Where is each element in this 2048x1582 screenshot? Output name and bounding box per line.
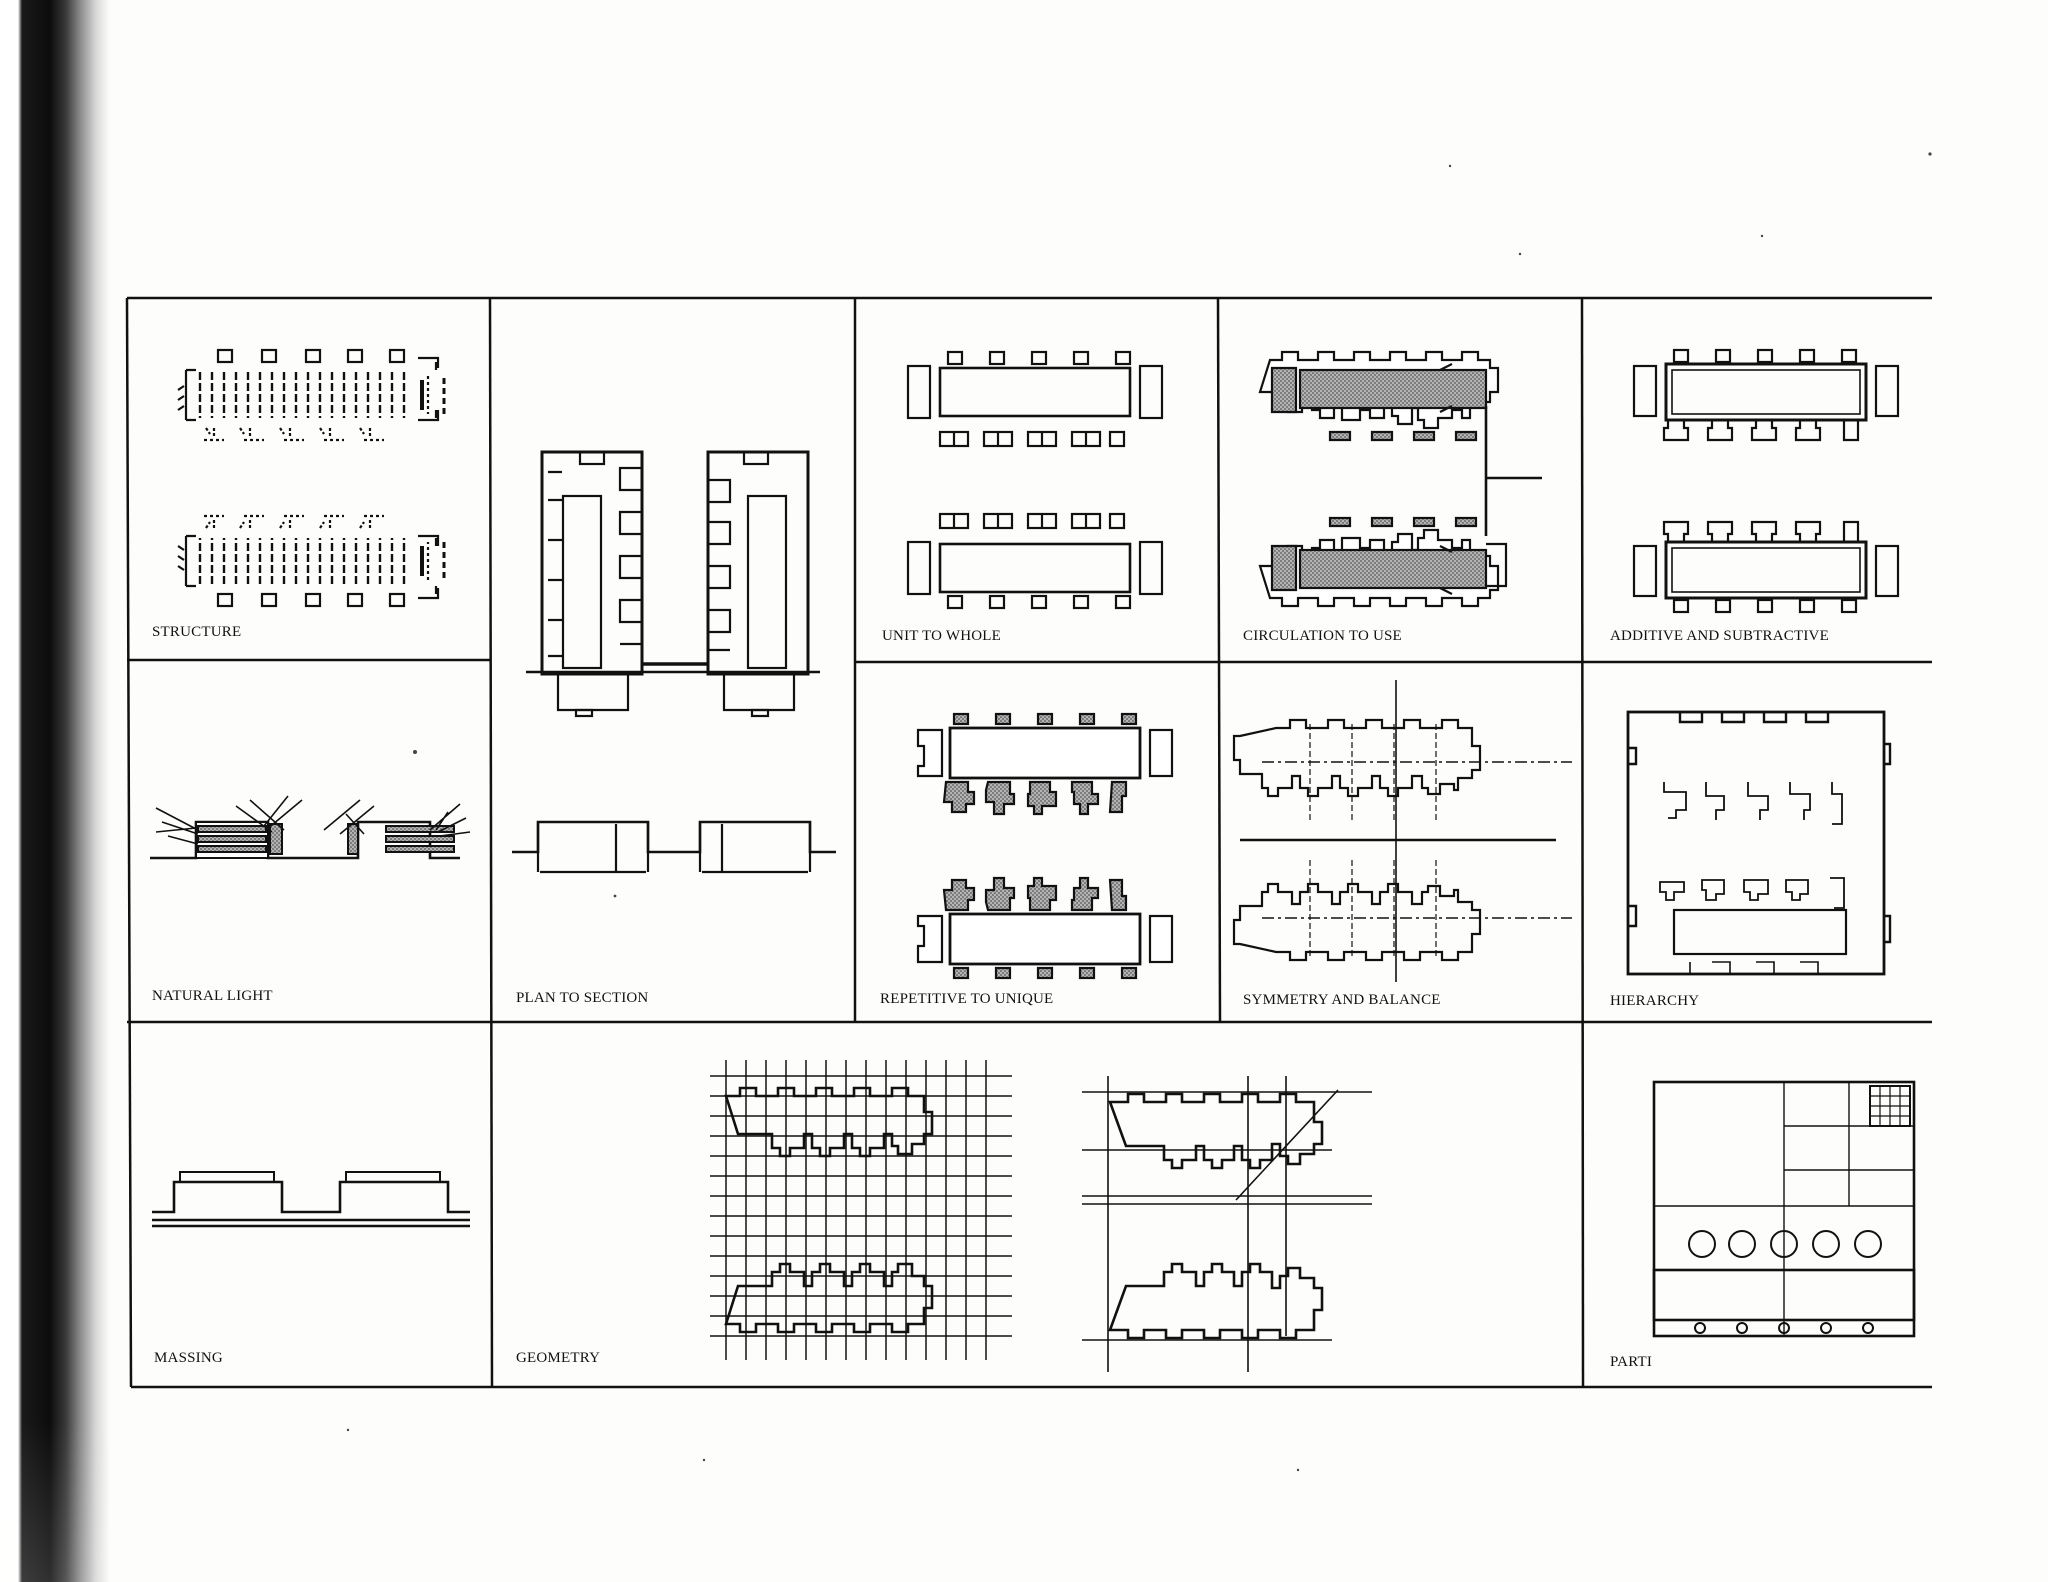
- label-massing: MASSING: [154, 1350, 223, 1366]
- panel-grid: [125, 296, 1932, 1389]
- repetitive-to-unique-diagram: [916, 712, 1174, 980]
- label-parti: PARTI: [1610, 1354, 1652, 1370]
- additive-and-subtractive-diagram: [1632, 348, 1900, 614]
- structure-diagram: [176, 348, 446, 608]
- geometry-diagram: [710, 1060, 1372, 1372]
- scan-specks: [346, 152, 1932, 1472]
- label-unit-to-whole: UNIT TO WHOLE: [882, 628, 1001, 644]
- massing-diagram: [152, 1171, 470, 1228]
- label-plan-to-section: PLAN TO SECTION: [516, 990, 648, 1006]
- circulation-to-use-diagram: [1258, 350, 1542, 608]
- label-geometry: GEOMETRY: [516, 1350, 600, 1366]
- scan-shadow: [0, 1420, 110, 1582]
- scanned-page-edge: [0, 0, 110, 1582]
- hierarchy-diagram: [1626, 710, 1892, 976]
- plan-to-section-diagram: [512, 450, 836, 874]
- natural-light-diagram: [150, 795, 471, 860]
- label-additive-and-subtractive: ADDITIVE AND SUBTRACTIVE: [1610, 628, 1829, 644]
- unit-to-whole-diagram: [906, 350, 1164, 610]
- label-structure: STRUCTURE: [152, 624, 241, 640]
- label-symmetry-and-balance: SYMMETRY AND BALANCE: [1243, 992, 1441, 1008]
- label-repetitive-to-unique: REPETITIVE TO UNIQUE: [880, 991, 1053, 1007]
- symmetry-and-balance-diagram: [1232, 680, 1574, 982]
- parti-diagram: [1652, 1080, 1916, 1338]
- label-natural-light: NATURAL LIGHT: [152, 988, 273, 1004]
- label-circulation-to-use: CIRCULATION TO USE: [1243, 628, 1402, 644]
- label-hierarchy: HIERARCHY: [1610, 993, 1699, 1009]
